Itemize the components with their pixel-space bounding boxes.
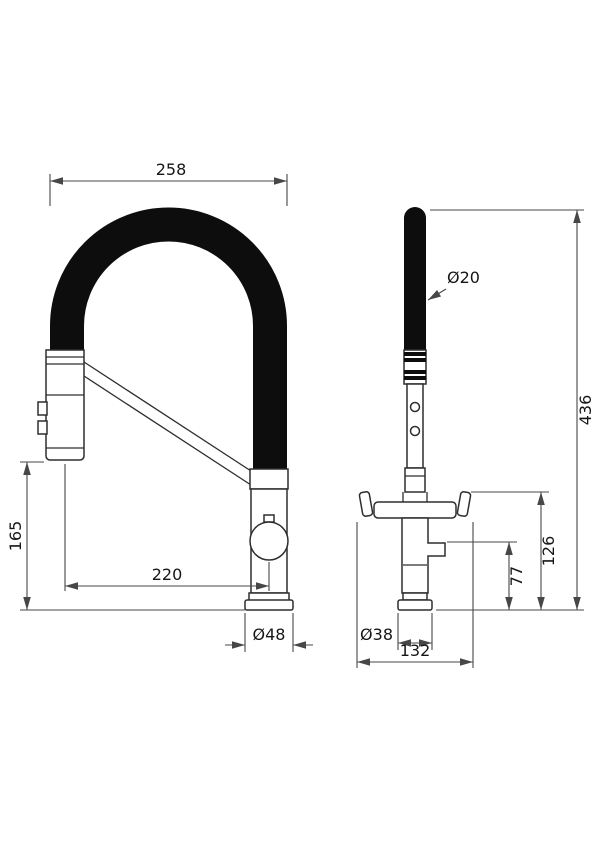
spray-head-detail-lines — [46, 356, 84, 449]
dim-label-total-height: 436 — [576, 395, 595, 426]
handle-knob — [249, 521, 289, 561]
dim-label-base-diameter-front: Ø48 — [253, 625, 286, 644]
dim-label-body-width: 132 — [400, 641, 431, 660]
left-handle — [358, 491, 374, 517]
dim-hose-width: 258 — [49, 160, 288, 206]
dim-hose-diameter: Ø20 — [427, 268, 480, 301]
side-view: Ø20 436 126 77 — [356, 207, 595, 668]
body-side-outline — [401, 517, 446, 594]
side-button — [409, 425, 421, 437]
dim-total-height: 436 — [430, 209, 595, 611]
dim-body-width: 132 — [356, 522, 474, 668]
spray-head — [37, 349, 85, 461]
dim-handle-height: 126 — [471, 491, 558, 610]
side-lower-collar — [404, 467, 426, 493]
dim-label-hose-width: 258 — [156, 160, 187, 179]
dim-label-handle-height: 126 — [539, 536, 558, 567]
side-button — [409, 401, 421, 413]
dim-base-diameter-side: Ø38 — [360, 613, 433, 650]
base-flange-front — [244, 599, 294, 611]
spray-head-body — [45, 349, 85, 461]
base-step-side — [402, 592, 428, 601]
dim-label-reach: 220 — [152, 565, 183, 584]
side-hose-bar — [404, 207, 426, 350]
base-flange-side — [397, 599, 433, 611]
right-handle — [456, 491, 472, 517]
side-shaft — [404, 383, 426, 493]
spray-button — [37, 401, 48, 416]
dim-reach: 220 — [64, 464, 270, 591]
side-handles — [358, 491, 472, 519]
dim-base-diameter-front: Ø48 — [225, 613, 313, 652]
front-hose-arch — [50, 207, 287, 472]
dim-spray-height: 165 — [6, 461, 245, 611]
dim-label-hose-diameter: Ø20 — [447, 268, 480, 287]
dim-label-outlet-height: 77 — [507, 566, 526, 586]
spray-button — [37, 420, 48, 435]
side-collar — [403, 349, 427, 385]
dim-outlet-height: 77 — [447, 541, 526, 610]
front-view: 258 165 220 Ø48 — [6, 160, 313, 652]
dim-label-base-diameter-side: Ø38 — [360, 625, 393, 644]
handle-arms — [373, 501, 457, 519]
faucet-body-side — [397, 517, 446, 611]
dim-label-spray-height: 165 — [6, 521, 25, 552]
docking-arm-lines — [83, 361, 252, 486]
body-collar — [249, 468, 289, 490]
knob-stem — [263, 514, 275, 523]
